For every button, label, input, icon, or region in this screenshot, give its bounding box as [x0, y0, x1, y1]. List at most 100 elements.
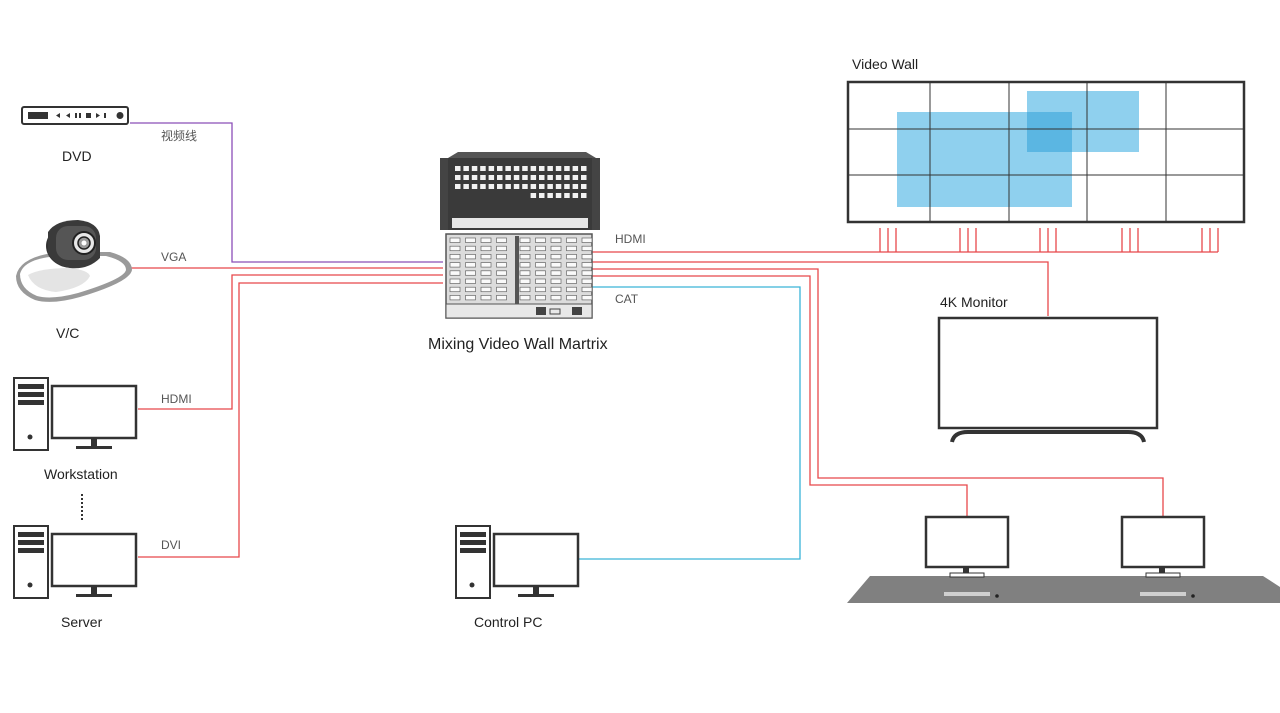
- matrix-button: [480, 184, 486, 189]
- matrix-port: [519, 254, 531, 260]
- matrix-button: [513, 175, 520, 180]
- matrix-port: [480, 295, 492, 301]
- matrix-button: [547, 166, 553, 171]
- matrix-port: [581, 278, 593, 284]
- video-wall-matrix-device: [440, 152, 600, 319]
- matrix-button: [555, 166, 562, 171]
- matrix-button: [530, 175, 537, 180]
- matrix-button: [581, 184, 587, 189]
- matrix-port: [535, 262, 546, 268]
- matrix-port: [566, 262, 577, 268]
- matrix-port: [465, 278, 476, 284]
- matrix-button-grid: [455, 166, 587, 198]
- server-label: Server: [61, 614, 103, 630]
- matrix-button: [522, 184, 528, 189]
- matrix-port: [465, 245, 476, 252]
- matrix-port: [519, 286, 531, 293]
- operator-desk: [847, 515, 1280, 603]
- matrix-button: [547, 175, 553, 180]
- vc-label: V/C: [56, 325, 80, 341]
- matrix-port: [496, 286, 507, 293]
- matrix-port: [480, 286, 492, 293]
- server-computer-icon: [13, 525, 138, 599]
- matrix-button: [471, 166, 478, 171]
- matrix-button: [522, 175, 528, 180]
- matrix-port: [519, 262, 531, 268]
- matrix-port: [480, 237, 492, 243]
- video-wall-drops: [879, 228, 1219, 252]
- matrix-port: [535, 278, 546, 284]
- matrix-port: [581, 286, 593, 293]
- desk-monitor-left-icon: [924, 515, 1010, 598]
- matrix-port: [519, 245, 531, 252]
- video-window-overlap: [1027, 112, 1072, 152]
- matrix-port: [496, 270, 507, 276]
- matrix-button: [572, 193, 579, 198]
- more-devices-dots: [81, 494, 83, 520]
- workstation-computer-icon: [13, 377, 138, 451]
- matrix-port: [535, 254, 546, 260]
- matrix-port: [550, 254, 562, 260]
- dvd-player-icon: [21, 106, 129, 125]
- matrix-button: [564, 175, 570, 180]
- matrix-button: [505, 184, 511, 189]
- matrix-port: [496, 245, 507, 252]
- dvd-label: DVD: [62, 148, 92, 164]
- matrix-port: [581, 254, 593, 260]
- matrix-port: [449, 254, 461, 260]
- matrix-port: [480, 270, 492, 276]
- matrix-port: [581, 237, 593, 243]
- matrix-button: [581, 175, 587, 180]
- matrix-button: [572, 166, 579, 171]
- matrix-port: [465, 295, 476, 301]
- matrix-button: [581, 193, 587, 198]
- matrix-button: [581, 166, 587, 171]
- matrix-button: [539, 184, 545, 189]
- hdmi-cable: [138, 274, 443, 410]
- matrix-button: [480, 166, 486, 171]
- matrix-button: [505, 175, 511, 180]
- matrix-port: [535, 237, 546, 243]
- matrix-port: [566, 237, 577, 243]
- matrix-button: [547, 184, 553, 189]
- dvd-cable-label: 视频线: [161, 129, 198, 143]
- matrix-port: [496, 237, 507, 243]
- matrix-button: [463, 184, 469, 189]
- matrix-button: [539, 175, 545, 180]
- matrix-port: [465, 286, 476, 293]
- dvd-cable: [130, 122, 443, 263]
- matrix-button: [564, 184, 570, 189]
- matrix-port: [449, 270, 461, 276]
- matrix-port: [496, 262, 507, 268]
- matrix-button: [522, 166, 528, 171]
- matrix-button: [480, 175, 486, 180]
- matrix-port: [581, 245, 593, 252]
- desk-monitor-right-icon: [1120, 515, 1206, 598]
- dvi-cable: [138, 282, 443, 558]
- matrix-port: [496, 278, 507, 284]
- matrix-port: [519, 295, 531, 301]
- control-pc-label: Control PC: [474, 614, 543, 630]
- matrix-port: [449, 245, 461, 252]
- matrix-button: [555, 175, 562, 180]
- matrix-button: [513, 166, 520, 171]
- matrix-button: [488, 175, 495, 180]
- matrix-port: [519, 278, 531, 284]
- matrix-port: [449, 237, 461, 243]
- matrix-port: [581, 270, 593, 276]
- matrix-button: [555, 193, 562, 198]
- monitor-cable: [592, 261, 1049, 316]
- matrix-button: [530, 166, 537, 171]
- 4k-monitor-label: 4K Monitor: [940, 294, 1008, 310]
- matrix-label: Mixing Video Wall Martrix: [428, 336, 608, 353]
- output-hdmi-label: HDMI: [615, 232, 646, 246]
- matrix-port: [535, 245, 546, 252]
- matrix-button: [513, 184, 520, 189]
- matrix-port: [550, 278, 562, 284]
- matrix-port: [449, 295, 461, 301]
- matrix-port: [465, 270, 476, 276]
- matrix-button: [564, 193, 570, 198]
- matrix-port: [480, 254, 492, 260]
- matrix-button: [572, 184, 579, 189]
- matrix-port: [566, 254, 577, 260]
